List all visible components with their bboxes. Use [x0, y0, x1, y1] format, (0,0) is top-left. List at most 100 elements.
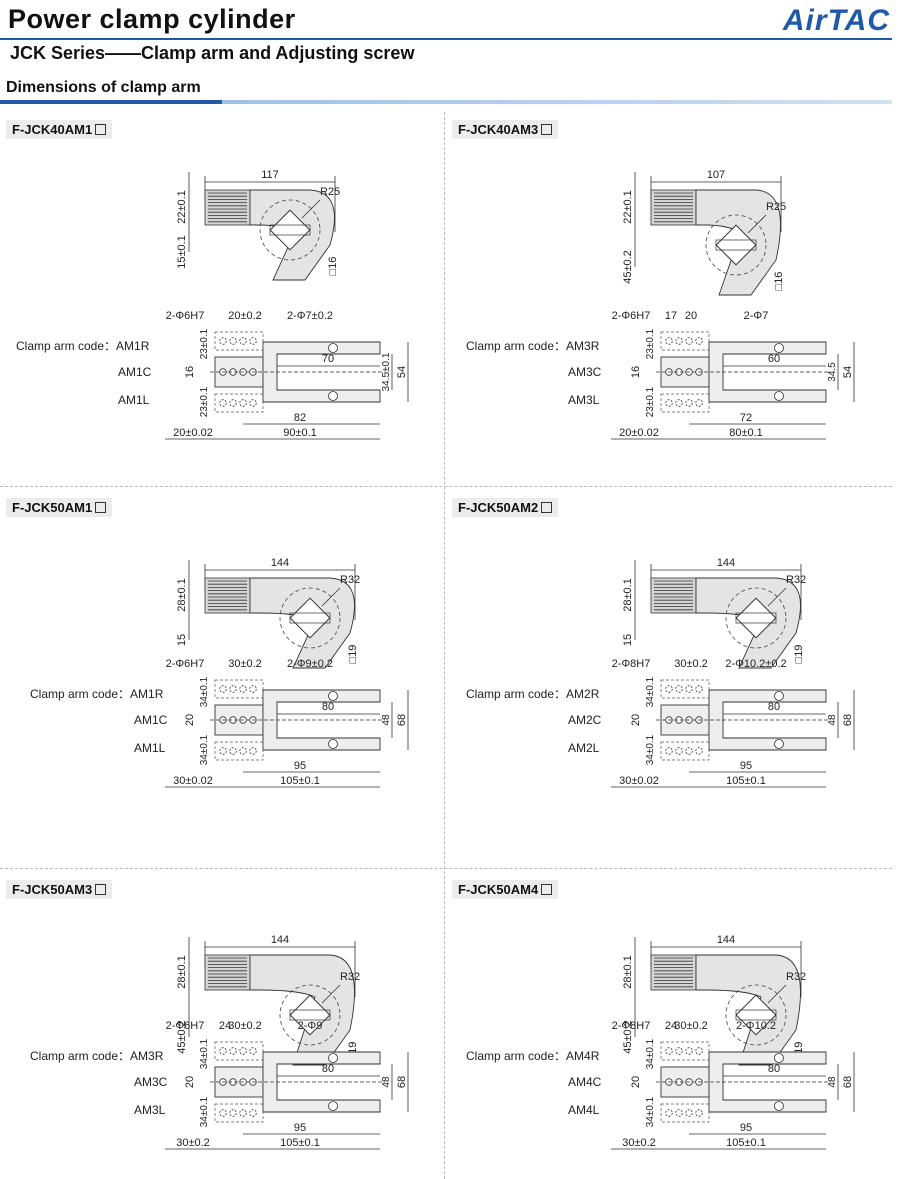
mount-hole	[675, 1109, 683, 1117]
dim-slot: 60	[768, 353, 780, 365]
dim-side-2: 34±0.1	[199, 734, 210, 765]
dim-hole-a: 2-Φ6H7	[166, 1020, 205, 1032]
mount-hole	[229, 399, 237, 407]
mount-hole	[239, 1047, 247, 1055]
mount-hole	[249, 399, 257, 407]
clamp-arm-code-label: Clamp arm code：AM4R	[466, 1049, 600, 1063]
variant-r-outline	[214, 331, 264, 351]
radius-circle	[279, 587, 341, 649]
pin-hole	[774, 691, 784, 701]
mount-hole	[229, 685, 237, 693]
clamp-arm-code-label: Clamp arm code：AM1R	[30, 687, 164, 701]
clamp-arm-variant-label: AM3L	[568, 393, 600, 407]
pin-hole	[774, 391, 784, 401]
dim-pitch: 30±0.2	[674, 658, 708, 670]
mount-hole	[695, 1109, 703, 1117]
dim-mid: 20	[184, 1076, 196, 1088]
dim-base: 30±0.2	[622, 1137, 656, 1149]
pin-hole	[774, 343, 784, 353]
mount-hole	[239, 685, 247, 693]
mount-hole	[675, 1047, 683, 1055]
radius-circle	[705, 214, 767, 276]
dim-outer: 68	[396, 714, 408, 726]
dim-side-2: 34±0.1	[645, 1096, 656, 1127]
bore-slot	[289, 1009, 331, 1021]
mount-hole	[239, 337, 247, 345]
dim-mid: 16	[184, 366, 196, 378]
clamp-arm-variant-label: AM4C	[568, 1075, 602, 1089]
mount-hole	[219, 337, 227, 345]
mount-hole	[685, 685, 693, 693]
title-rule	[0, 38, 892, 40]
square-bore	[289, 597, 331, 639]
leader-line	[321, 587, 341, 607]
dim-l2: 105±0.1	[280, 775, 320, 787]
arm-body	[249, 954, 355, 1066]
dim-length: 144	[717, 557, 735, 569]
dim-hole-a: 2-Φ6H7	[166, 310, 205, 322]
clamp-arm-variant-label: AM4L	[568, 1103, 600, 1117]
dim-outer: 68	[396, 1076, 408, 1088]
dim-pitch: 30±0.2	[228, 1020, 262, 1032]
row-divider	[0, 868, 892, 869]
dim-side-2: 23±0.1	[199, 386, 210, 417]
dim-pitch: 20±0.2	[228, 310, 262, 322]
mount-hole	[675, 747, 683, 755]
dim-inner: 48	[381, 714, 392, 726]
dim-radius: R32	[786, 971, 806, 983]
variant-l-outline	[214, 393, 264, 413]
dim-height-2: 45±0.2	[176, 1020, 188, 1054]
dim-pitch-a: 17	[665, 310, 677, 322]
knurled-grip	[650, 954, 697, 991]
dim-height-2: 45±0.2	[622, 250, 634, 284]
dim-hole-a: 2-Φ8H7	[612, 658, 651, 670]
variant-r-outline	[660, 1041, 710, 1061]
leader-line	[767, 587, 787, 607]
mount-hole	[685, 399, 693, 407]
mount-hole	[665, 399, 673, 407]
fork-arms	[708, 689, 827, 751]
clamp-arm-variant-label: AM1L	[134, 741, 166, 755]
mount-hole	[249, 337, 257, 345]
panel-title-text: F-JCK50AM4	[458, 882, 539, 897]
panel-title-text: F-JCK50AM2	[458, 500, 539, 515]
dim-height-1: 22±0.1	[622, 190, 634, 224]
dim-radius: R32	[340, 971, 360, 983]
pin-hole	[774, 1101, 784, 1111]
pin-hole	[774, 739, 784, 749]
mount-hole	[219, 685, 227, 693]
dim-l2: 90±0.1	[283, 427, 317, 439]
mount-hole	[239, 399, 247, 407]
dim-l1: 95	[294, 760, 306, 772]
dim-square: □16	[327, 257, 339, 276]
dim-mid: 16	[630, 366, 642, 378]
radius-circle	[259, 199, 321, 261]
radius-circle	[725, 587, 787, 649]
dim-base: 30±0.2	[176, 1137, 210, 1149]
mount-hole	[675, 399, 683, 407]
option-box-icon	[541, 124, 553, 135]
mount-hole	[685, 1047, 693, 1055]
panel-title-text: F-JCK50AM1	[12, 500, 93, 515]
airtac-logo: AirTAC	[782, 4, 890, 37]
mount-hole	[665, 337, 673, 345]
dim-hole-b: 2-Φ9	[298, 1020, 323, 1032]
dim-hole-b: 2-Φ10.2±0.2	[725, 658, 786, 670]
variant-l-outline	[660, 1103, 710, 1123]
variant-l-outline	[214, 741, 264, 761]
mount-hole	[695, 1047, 703, 1055]
dim-hole-b: 2-Φ7	[744, 310, 769, 322]
mount-hole	[665, 685, 673, 693]
dim-l1: 72	[740, 412, 752, 424]
dim-length: 107	[707, 169, 725, 181]
dim-length: 144	[717, 934, 735, 946]
square-bore	[289, 994, 331, 1036]
dim-side-2: 34±0.1	[645, 734, 656, 765]
dim-pitch-a: 24	[219, 1020, 231, 1032]
